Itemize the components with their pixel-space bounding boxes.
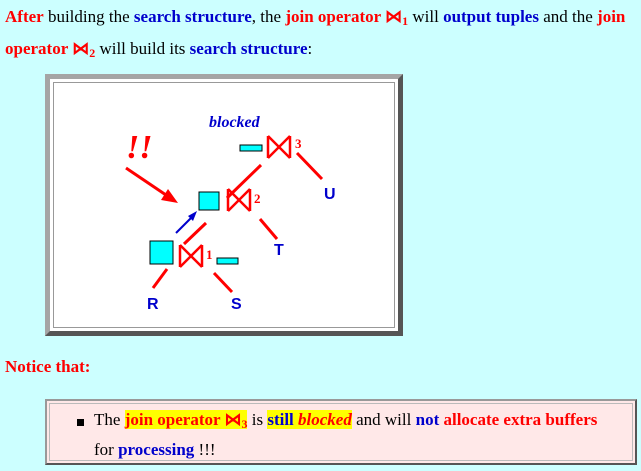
edge-join1-join2	[182, 221, 208, 246]
not-word: not	[415, 410, 440, 429]
attention-arrow-line	[125, 166, 167, 197]
plan-edges	[151, 151, 324, 294]
after-word: After	[5, 7, 44, 26]
relation-r: R	[147, 296, 159, 313]
join-operator-1-term: join operator ⋈1	[285, 7, 409, 28]
diagram-frame: 3 2 1 !! blocked U T R S	[45, 74, 403, 336]
edge-join1-s	[212, 271, 234, 294]
join2-search-structure	[198, 191, 220, 211]
still-word: still	[267, 410, 294, 429]
processing-word: processing	[118, 440, 195, 459]
edge-join3-u	[295, 151, 324, 181]
search-structure-term: search structure	[133, 7, 252, 26]
note-text-2: is	[247, 410, 268, 429]
join-operator-3-icon	[266, 135, 292, 159]
note-text: The join operator ⋈3 is still blocked an…	[94, 407, 614, 462]
query-plan-diagram: 3 2 1 !! blocked U T R S	[125, 114, 336, 313]
diagram-canvas: 3 2 1 !! blocked U T R S	[53, 82, 395, 328]
notice-heading: Notice that:	[5, 357, 91, 376]
exclamation-mark: !!	[126, 129, 152, 166]
edge-join2-t	[258, 218, 279, 240]
edge-join1-r	[151, 268, 169, 289]
join1-output-buffer	[216, 257, 239, 265]
relation-t: T	[274, 242, 284, 259]
relation-u: U	[324, 186, 336, 203]
intro-text-2: , the	[251, 7, 286, 26]
intro-text-4: and the	[538, 7, 598, 26]
join2-index: 2	[254, 191, 261, 206]
blocked-word: blocked	[298, 410, 352, 429]
output-tuples-term: output tuples	[443, 7, 539, 26]
attention-arrow-head	[161, 189, 178, 203]
bullet-icon	[77, 419, 84, 426]
join3-buffer-small	[239, 144, 263, 152]
allocate-extra-buffers-term: allocate extra buffers	[439, 410, 598, 429]
join-operator-3-term: join operator ⋈3	[124, 410, 248, 431]
join-operator-2-icon	[226, 188, 252, 212]
note-text-5: !!!	[194, 440, 216, 459]
join-operator-1-icon	[178, 244, 204, 268]
note-text-4: for	[94, 440, 119, 459]
intro-text-6: :	[307, 39, 313, 58]
join3-index: 3	[295, 136, 302, 151]
data-flow-arrow-head	[188, 211, 197, 221]
intro-text-1: building the	[43, 7, 134, 26]
join1-search-structure	[149, 240, 174, 265]
intro-text-5: will build its	[95, 39, 190, 58]
search-structure-term-2: search structure	[189, 39, 308, 58]
join-operator-2-term: join operator ⋈2	[5, 7, 626, 60]
intro-text-3: will	[408, 7, 444, 26]
join-operators	[178, 135, 292, 268]
relation-s: S	[231, 296, 242, 313]
note-box-inner	[49, 403, 633, 461]
blocked-label: blocked	[209, 114, 261, 131]
note-text-1: The	[94, 410, 125, 429]
join1-index: 1	[206, 247, 213, 262]
intro-paragraph: After building the search structure, the…	[5, 3, 637, 67]
note-box: The join operator ⋈3 is still blocked an…	[45, 399, 637, 465]
note-text-3: and will	[351, 410, 416, 429]
